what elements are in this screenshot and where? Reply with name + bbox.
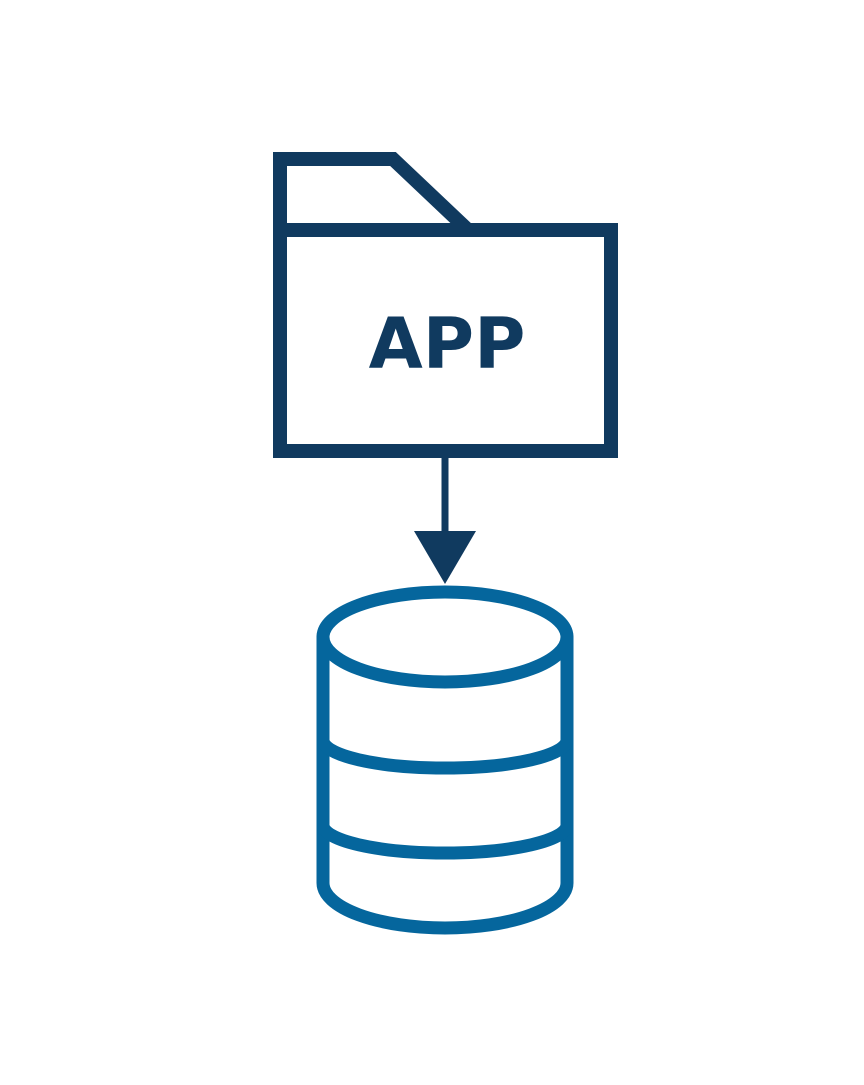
arrow-down-icon	[414, 458, 476, 584]
folder-body	[273, 223, 618, 458]
folder-label: APP	[369, 303, 526, 385]
database-body	[316, 637, 574, 935]
database-divider-2	[316, 823, 574, 860]
database-icon	[316, 585, 574, 935]
arrow-head	[414, 531, 476, 584]
database-divider-1	[316, 738, 574, 775]
folder-tab	[273, 152, 473, 236]
folder-icon: APP	[273, 152, 618, 458]
database-top	[316, 585, 574, 689]
